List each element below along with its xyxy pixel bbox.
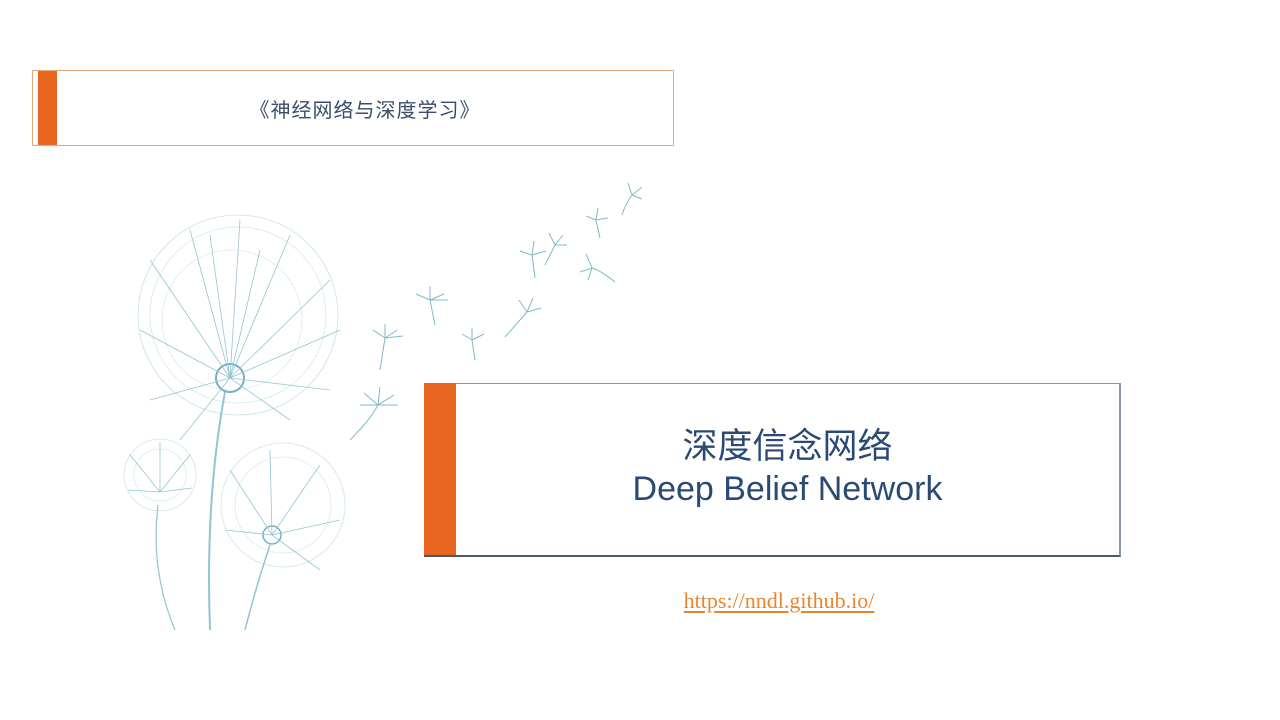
title-group: 深度信念网络 Deep Belief Network	[456, 384, 1119, 555]
website-link[interactable]: https://nndl.github.io/	[683, 588, 875, 613]
dandelion-large-icon	[137, 214, 341, 631]
title-chinese: 深度信念网络	[682, 426, 893, 467]
accent-bar	[38, 71, 57, 145]
book-title: 《神经网络与深度学习》	[249, 97, 481, 122]
title-english: Deep Belief Network	[632, 469, 943, 508]
book-title-box: 《神经网络与深度学习》	[32, 70, 674, 146]
slide-title-box: 深度信念网络 Deep Belief Network	[424, 383, 1121, 557]
accent-bar	[424, 383, 456, 555]
